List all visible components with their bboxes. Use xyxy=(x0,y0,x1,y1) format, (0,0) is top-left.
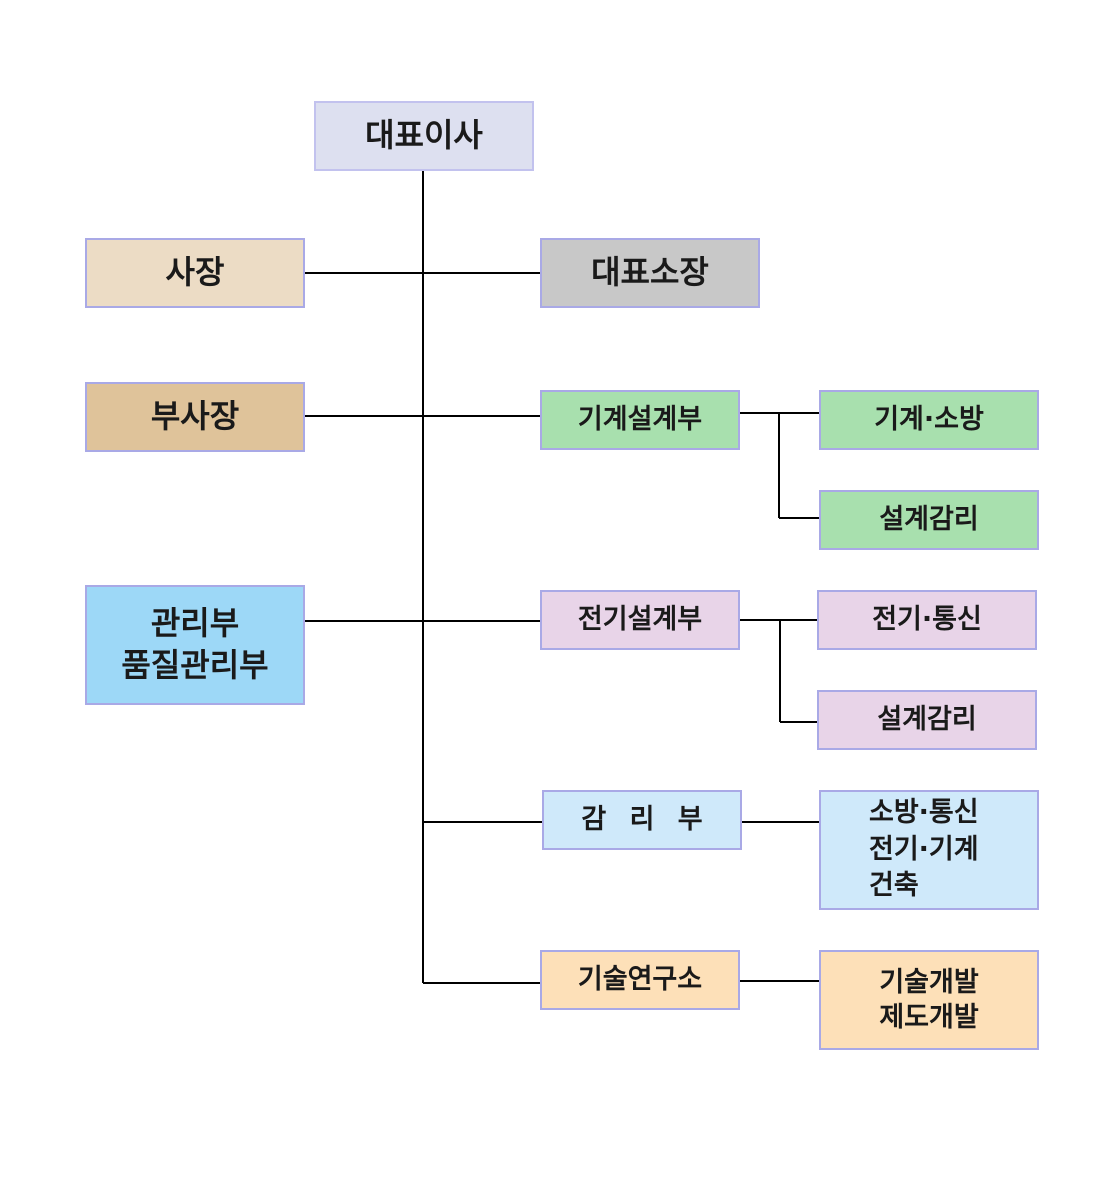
management-box: 관리부 품질관리부 xyxy=(85,585,305,705)
electrical-design-supervision-box: 설계감리 xyxy=(817,690,1037,750)
research-lab-box: 기술연구소 xyxy=(540,950,740,1010)
research-development-box: 기술개발 제도개발 xyxy=(819,950,1039,1050)
supervision-box: 감 리 부 xyxy=(542,790,742,850)
electrical-telecom-box: 전기·통신 xyxy=(817,590,1037,650)
mechanical-fire-box: 기계·소방 xyxy=(819,390,1039,450)
vice-president-box: 부사장 xyxy=(85,382,305,452)
representative-director-box: 대표소장 xyxy=(540,238,760,308)
president-box: 사장 xyxy=(85,238,305,308)
mechanical-design-supervision-box: 설계감리 xyxy=(819,490,1039,550)
mechanical-design-box: 기계설계부 xyxy=(540,390,740,450)
supervision-fields-box: 소방·통신 전기·기계 건축 xyxy=(819,790,1039,910)
electrical-design-box: 전기설계부 xyxy=(540,590,740,650)
ceo-box: 대표이사 xyxy=(314,101,534,171)
